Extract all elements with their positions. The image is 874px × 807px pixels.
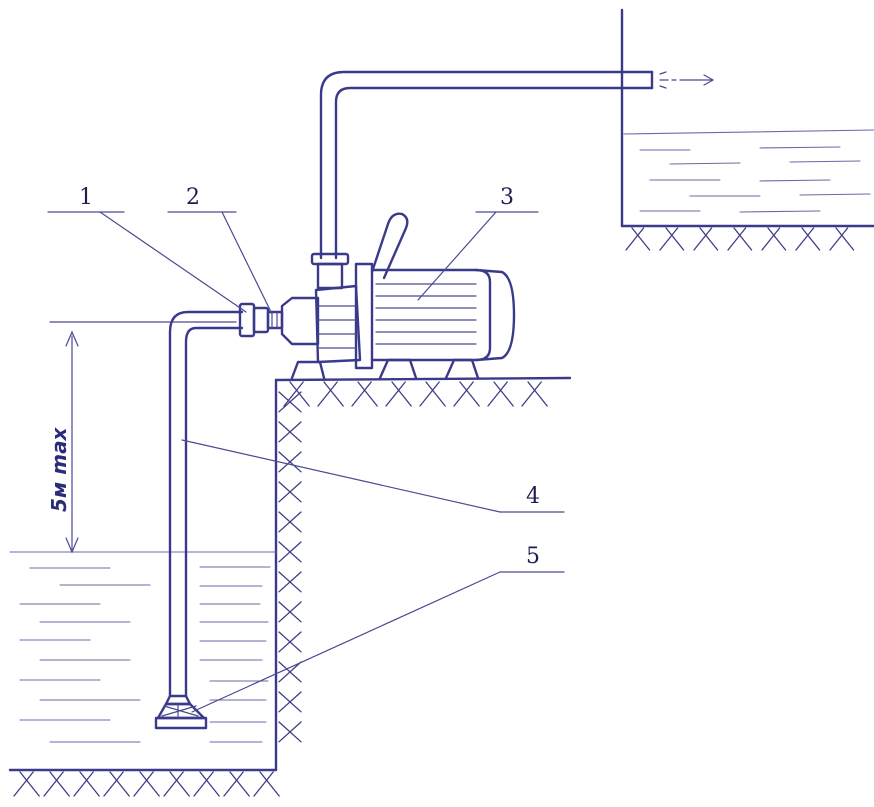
reservoir-water <box>9 551 277 743</box>
upper-tank <box>620 8 874 251</box>
callout-3: 3 <box>500 185 514 210</box>
pump-platform <box>274 376 572 407</box>
suction-height-dimension: 5м max <box>47 321 237 554</box>
discharge-pipe <box>319 70 715 260</box>
motor-cooling-fins <box>317 283 477 349</box>
platform-surface <box>274 376 572 382</box>
pump-housing <box>314 284 362 364</box>
reservoir-floor-hatch <box>13 771 280 797</box>
upper-tank-ground-hatch <box>625 227 855 251</box>
pump-inlet-nipple <box>266 310 284 330</box>
coupling-flange <box>354 262 374 370</box>
callout-1: 1 <box>79 185 93 210</box>
pump-inlet-cone <box>280 296 320 346</box>
hose-connector <box>238 302 270 338</box>
suction-hose <box>168 310 244 698</box>
outlet-neck <box>316 262 344 290</box>
dimension-label: 5м max <box>47 426 71 512</box>
upper-tank-water <box>623 129 874 213</box>
motor-end-cap <box>474 268 516 362</box>
pump-foot <box>290 360 326 380</box>
pump-unit <box>280 212 516 380</box>
callout-5: 5 <box>526 544 540 569</box>
lower-reservoir <box>8 378 302 797</box>
outlet-flange <box>310 252 350 266</box>
motor-foot-front <box>378 358 418 380</box>
motor-foot-rear <box>444 358 480 380</box>
callout-2: 2 <box>186 185 200 210</box>
callout-leaders <box>47 211 565 713</box>
callout-4: 4 <box>526 484 540 509</box>
carry-handle <box>370 212 409 280</box>
reservoir-wall-hatch <box>278 391 302 743</box>
foot-valve <box>154 694 208 730</box>
callout-numbers: 1 2 3 4 5 <box>79 185 540 569</box>
platform-hatch <box>283 381 548 407</box>
